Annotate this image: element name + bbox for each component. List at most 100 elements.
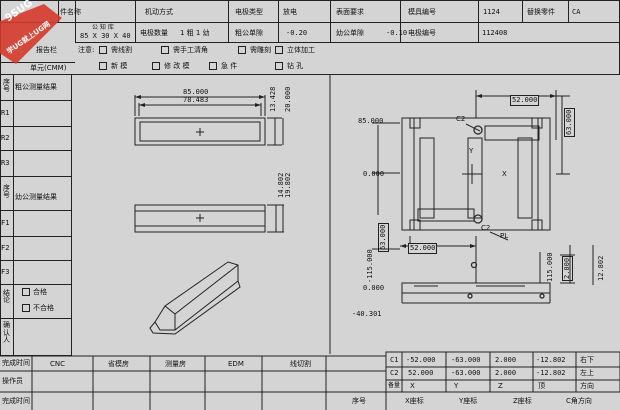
coord-hdr-x: X座标 bbox=[405, 397, 424, 405]
coord-c2-dir: 左上 bbox=[580, 369, 594, 377]
fine-gap-label: 幼公单隙 bbox=[336, 29, 364, 37]
replace-part-label: 替换零件 bbox=[527, 8, 555, 16]
coord-c1-x: -52.000 bbox=[406, 356, 436, 364]
top-view-outline bbox=[134, 117, 266, 146]
coord-c1-id: C1 bbox=[390, 356, 399, 364]
coord-c2-top: -12.802 bbox=[536, 369, 566, 377]
option-manual-corner-checkbox[interactable] bbox=[161, 46, 169, 54]
electrode-no-value: 112408 bbox=[482, 29, 508, 37]
stock-size-value: 85 X 30 X 40 bbox=[80, 32, 131, 40]
plan-y-neg115: -115.000 bbox=[366, 249, 374, 283]
electrode-qty-label: 电极数量 bbox=[140, 29, 168, 37]
mold-no-value: 1124 bbox=[483, 8, 500, 16]
plan-dim-115: 115.000 bbox=[546, 252, 554, 282]
plan-y-85: 85.000 bbox=[358, 117, 384, 125]
option-3d-label: 立体加工 bbox=[287, 46, 315, 54]
unit-label: 单元(CMM) bbox=[30, 64, 67, 72]
coord-c1-y: -63.000 bbox=[451, 356, 481, 364]
option-urgent-label: 急 件 bbox=[221, 62, 238, 70]
plan-z-0: 0.000 bbox=[363, 284, 385, 292]
plan-markers bbox=[467, 125, 545, 299]
surface-req-label: 表面要求 bbox=[336, 8, 364, 16]
option-drill-checkbox[interactable] bbox=[275, 62, 283, 70]
coord-hdr-c: C角方向 bbox=[566, 397, 592, 405]
plan-y-0: 0.000 bbox=[363, 170, 385, 178]
fail-label: 不合格 bbox=[33, 304, 54, 312]
rough-row-1: R1 bbox=[1, 109, 10, 117]
option-engrave-checkbox[interactable] bbox=[238, 46, 246, 54]
coord-c2-x: 52.000 bbox=[408, 369, 434, 377]
cnc-label: CNC bbox=[50, 360, 66, 368]
coord-axis-x: X bbox=[410, 382, 415, 390]
coord-hdr-z: Z座标 bbox=[513, 397, 532, 405]
coord-axis-z: Z bbox=[498, 382, 503, 390]
option-manual-corner-label: 需手工清角 bbox=[173, 46, 208, 54]
top-dim-78: 78.483 bbox=[183, 96, 209, 104]
option-urgent-checkbox[interactable] bbox=[209, 62, 217, 70]
plan-dim-2: 2.000 bbox=[562, 255, 573, 281]
electrode-type-value: 放电 bbox=[283, 8, 297, 16]
fail-checkbox[interactable] bbox=[22, 304, 30, 312]
electrode-qty-value: 1 粗 1 幼 bbox=[180, 29, 210, 37]
top-vdim-20: 20.000 bbox=[284, 86, 292, 112]
option-wire-cut-label: 需线割 bbox=[111, 46, 132, 54]
option-engrave-label: 需雕刻 bbox=[250, 46, 271, 54]
done-time-label: 完成时间 bbox=[2, 359, 30, 367]
site-watermark: 9SUG 学UG就上UG网 bbox=[0, 0, 62, 64]
replace-part-value: CA bbox=[572, 8, 581, 16]
measure-room-label: 测量房 bbox=[165, 360, 186, 368]
fine-row-2: F2 bbox=[1, 244, 10, 252]
coord-axis-top: 顶 bbox=[538, 382, 545, 390]
electrode-type-label: 电极类型 bbox=[235, 8, 263, 16]
plan-dim-63-left: 63.000 bbox=[378, 222, 389, 252]
pass-checkbox[interactable] bbox=[22, 288, 30, 296]
wire-cut-label: 线切割 bbox=[290, 360, 311, 368]
plan-axis-y: Y bbox=[469, 147, 474, 155]
coord-axis-dir: 方向 bbox=[580, 382, 594, 390]
top-dim-85: 85.000 bbox=[183, 88, 209, 96]
polish-room-label: 省模房 bbox=[108, 360, 129, 368]
fine-row-3: F3 bbox=[1, 268, 10, 276]
coord-axis-y: Y bbox=[454, 382, 459, 390]
operator-label: 操作员 bbox=[2, 377, 23, 385]
coord-hdr-seq: 序号 bbox=[352, 397, 366, 405]
rough-row-3: R3 bbox=[1, 159, 10, 167]
electrode-no-label: 电极编号 bbox=[408, 29, 436, 37]
option-modify-label: 修 改 模 bbox=[164, 62, 190, 70]
plan-dim-52-left: 52.000 bbox=[408, 243, 438, 254]
rough-result-title: 粗公测量结果 bbox=[15, 83, 57, 91]
option-wire-cut-checkbox[interactable] bbox=[99, 46, 107, 54]
coord-c1-top: -12.802 bbox=[536, 356, 566, 364]
plan-chamfer-c2-bottom: C2 bbox=[481, 224, 491, 232]
option-3d-checkbox[interactable] bbox=[275, 46, 283, 54]
rough-row-2: R2 bbox=[1, 134, 10, 142]
coord-c1-dir: 右下 bbox=[580, 356, 594, 364]
front-vdim-19: 19.802 bbox=[284, 172, 292, 198]
confirm-label: 确认人 bbox=[3, 321, 10, 345]
plan-z-neg40: -40.301 bbox=[352, 310, 382, 318]
coord-axis-spare: 备量 bbox=[388, 382, 401, 389]
plan-side-view bbox=[401, 282, 551, 294]
option-new-mold-checkbox[interactable] bbox=[99, 62, 107, 70]
plan-axis-x: X bbox=[502, 170, 507, 178]
fine-gap-value: -0.10 bbox=[386, 29, 408, 37]
pass-label: 合格 bbox=[33, 288, 47, 296]
rough-gap-label: 粗公单隙 bbox=[235, 29, 263, 37]
option-drill-label: 钻 孔 bbox=[287, 62, 304, 70]
machine-mode-label: 机动方式 bbox=[145, 8, 173, 16]
option-modify-checkbox[interactable] bbox=[152, 62, 160, 70]
done-time-label-2: 完成时间 bbox=[2, 397, 30, 405]
plan-chamfer-c2-top: C2 bbox=[456, 115, 466, 123]
option-new-mold-label: 新 模 bbox=[111, 62, 128, 70]
coord-c1-z: 2.000 bbox=[495, 356, 517, 364]
note-label: 注意: bbox=[78, 46, 95, 54]
fine-row-1: F1 bbox=[1, 219, 10, 227]
rough-seq-label: 序号 bbox=[3, 78, 10, 93]
fine-seq-label: 序号 bbox=[3, 184, 10, 199]
conclusion-label: 结论 bbox=[3, 289, 10, 304]
plan-dim-63-right: 63.000 bbox=[564, 107, 575, 137]
plan-dim-12: 12.802 bbox=[597, 255, 605, 281]
coord-c2-y: -63.000 bbox=[451, 369, 481, 377]
